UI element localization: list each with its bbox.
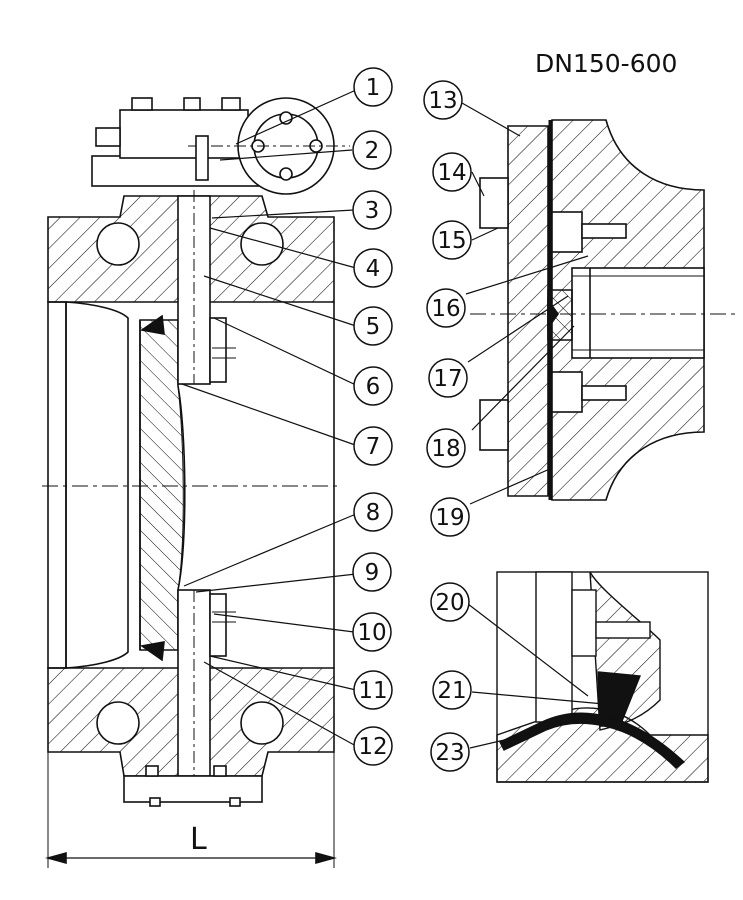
callout-23: 23 xyxy=(430,732,470,772)
svg-text:13: 13 xyxy=(428,88,457,114)
callout-13: 13 xyxy=(423,80,463,120)
svg-text:5: 5 xyxy=(366,314,381,340)
svg-text:23: 23 xyxy=(435,740,464,766)
callout-12: 12 xyxy=(353,726,393,766)
svg-text:15: 15 xyxy=(437,228,466,254)
svg-text:3: 3 xyxy=(365,198,380,224)
callout-11: 11 xyxy=(353,670,393,710)
callout-7: 7 xyxy=(353,426,393,466)
svg-text:11: 11 xyxy=(358,678,387,704)
svg-text:19: 19 xyxy=(435,505,464,531)
callout-16: 16 xyxy=(426,288,466,328)
dimension-label-L: L xyxy=(190,822,207,857)
callout-6: 6 xyxy=(353,366,393,406)
svg-text:7: 7 xyxy=(366,434,381,460)
callout-10: 10 xyxy=(352,612,392,652)
svg-text:17: 17 xyxy=(433,366,462,392)
callout-18: 18 xyxy=(426,428,466,468)
detail-bolt-lower xyxy=(479,399,509,451)
bolt-hole-top-left xyxy=(96,222,140,266)
upper-hub xyxy=(209,317,227,383)
bolt-hole-bottom-right xyxy=(240,701,284,745)
callout-19: 19 xyxy=(430,497,470,537)
callout-21: 21 xyxy=(432,670,472,710)
svg-text:20: 20 xyxy=(435,590,464,616)
callout-15: 15 xyxy=(432,220,472,260)
detail-view-disc-seal xyxy=(496,571,709,783)
drawing-title: DN150-600 xyxy=(535,49,677,78)
lower-hub xyxy=(209,593,227,657)
svg-text:16: 16 xyxy=(431,296,460,322)
svg-text:8: 8 xyxy=(366,500,381,526)
seat-liner xyxy=(65,301,129,669)
callout-4: 4 xyxy=(353,248,393,288)
svg-text:9: 9 xyxy=(365,560,380,586)
callout-14: 14 xyxy=(432,152,472,192)
detail-view-stem-seal xyxy=(470,119,738,501)
callout-20: 20 xyxy=(430,582,470,622)
lower-seal-wedge xyxy=(139,641,165,662)
callout-9: 9 xyxy=(352,552,392,592)
main-section-view xyxy=(42,97,350,868)
detail-flange xyxy=(507,125,549,497)
svg-text:2: 2 xyxy=(365,138,380,164)
upper-seal-wedge xyxy=(139,314,165,335)
callout-1: 1 xyxy=(353,67,393,107)
callout-8: 8 xyxy=(353,492,393,532)
svg-text:14: 14 xyxy=(437,160,466,186)
bolt-hole-bottom-left xyxy=(96,701,140,745)
svg-text:18: 18 xyxy=(431,436,460,462)
callout-5: 5 xyxy=(353,306,393,346)
svg-text:10: 10 xyxy=(357,620,386,646)
callout-17: 17 xyxy=(428,358,468,398)
svg-text:1: 1 xyxy=(366,75,381,101)
bottom-cover xyxy=(123,775,263,803)
svg-text:6: 6 xyxy=(366,374,381,400)
detail-bolt-upper xyxy=(479,177,509,229)
svg-text:21: 21 xyxy=(437,678,466,704)
leader-lines xyxy=(181,89,605,749)
svg-text:4: 4 xyxy=(366,256,381,282)
callout-3: 3 xyxy=(352,190,392,230)
body-left-wall xyxy=(47,301,67,669)
gearbox-body xyxy=(119,109,249,159)
bolt-hole-top-right xyxy=(240,222,284,266)
svg-text:12: 12 xyxy=(358,734,387,760)
callout-2: 2 xyxy=(352,130,392,170)
